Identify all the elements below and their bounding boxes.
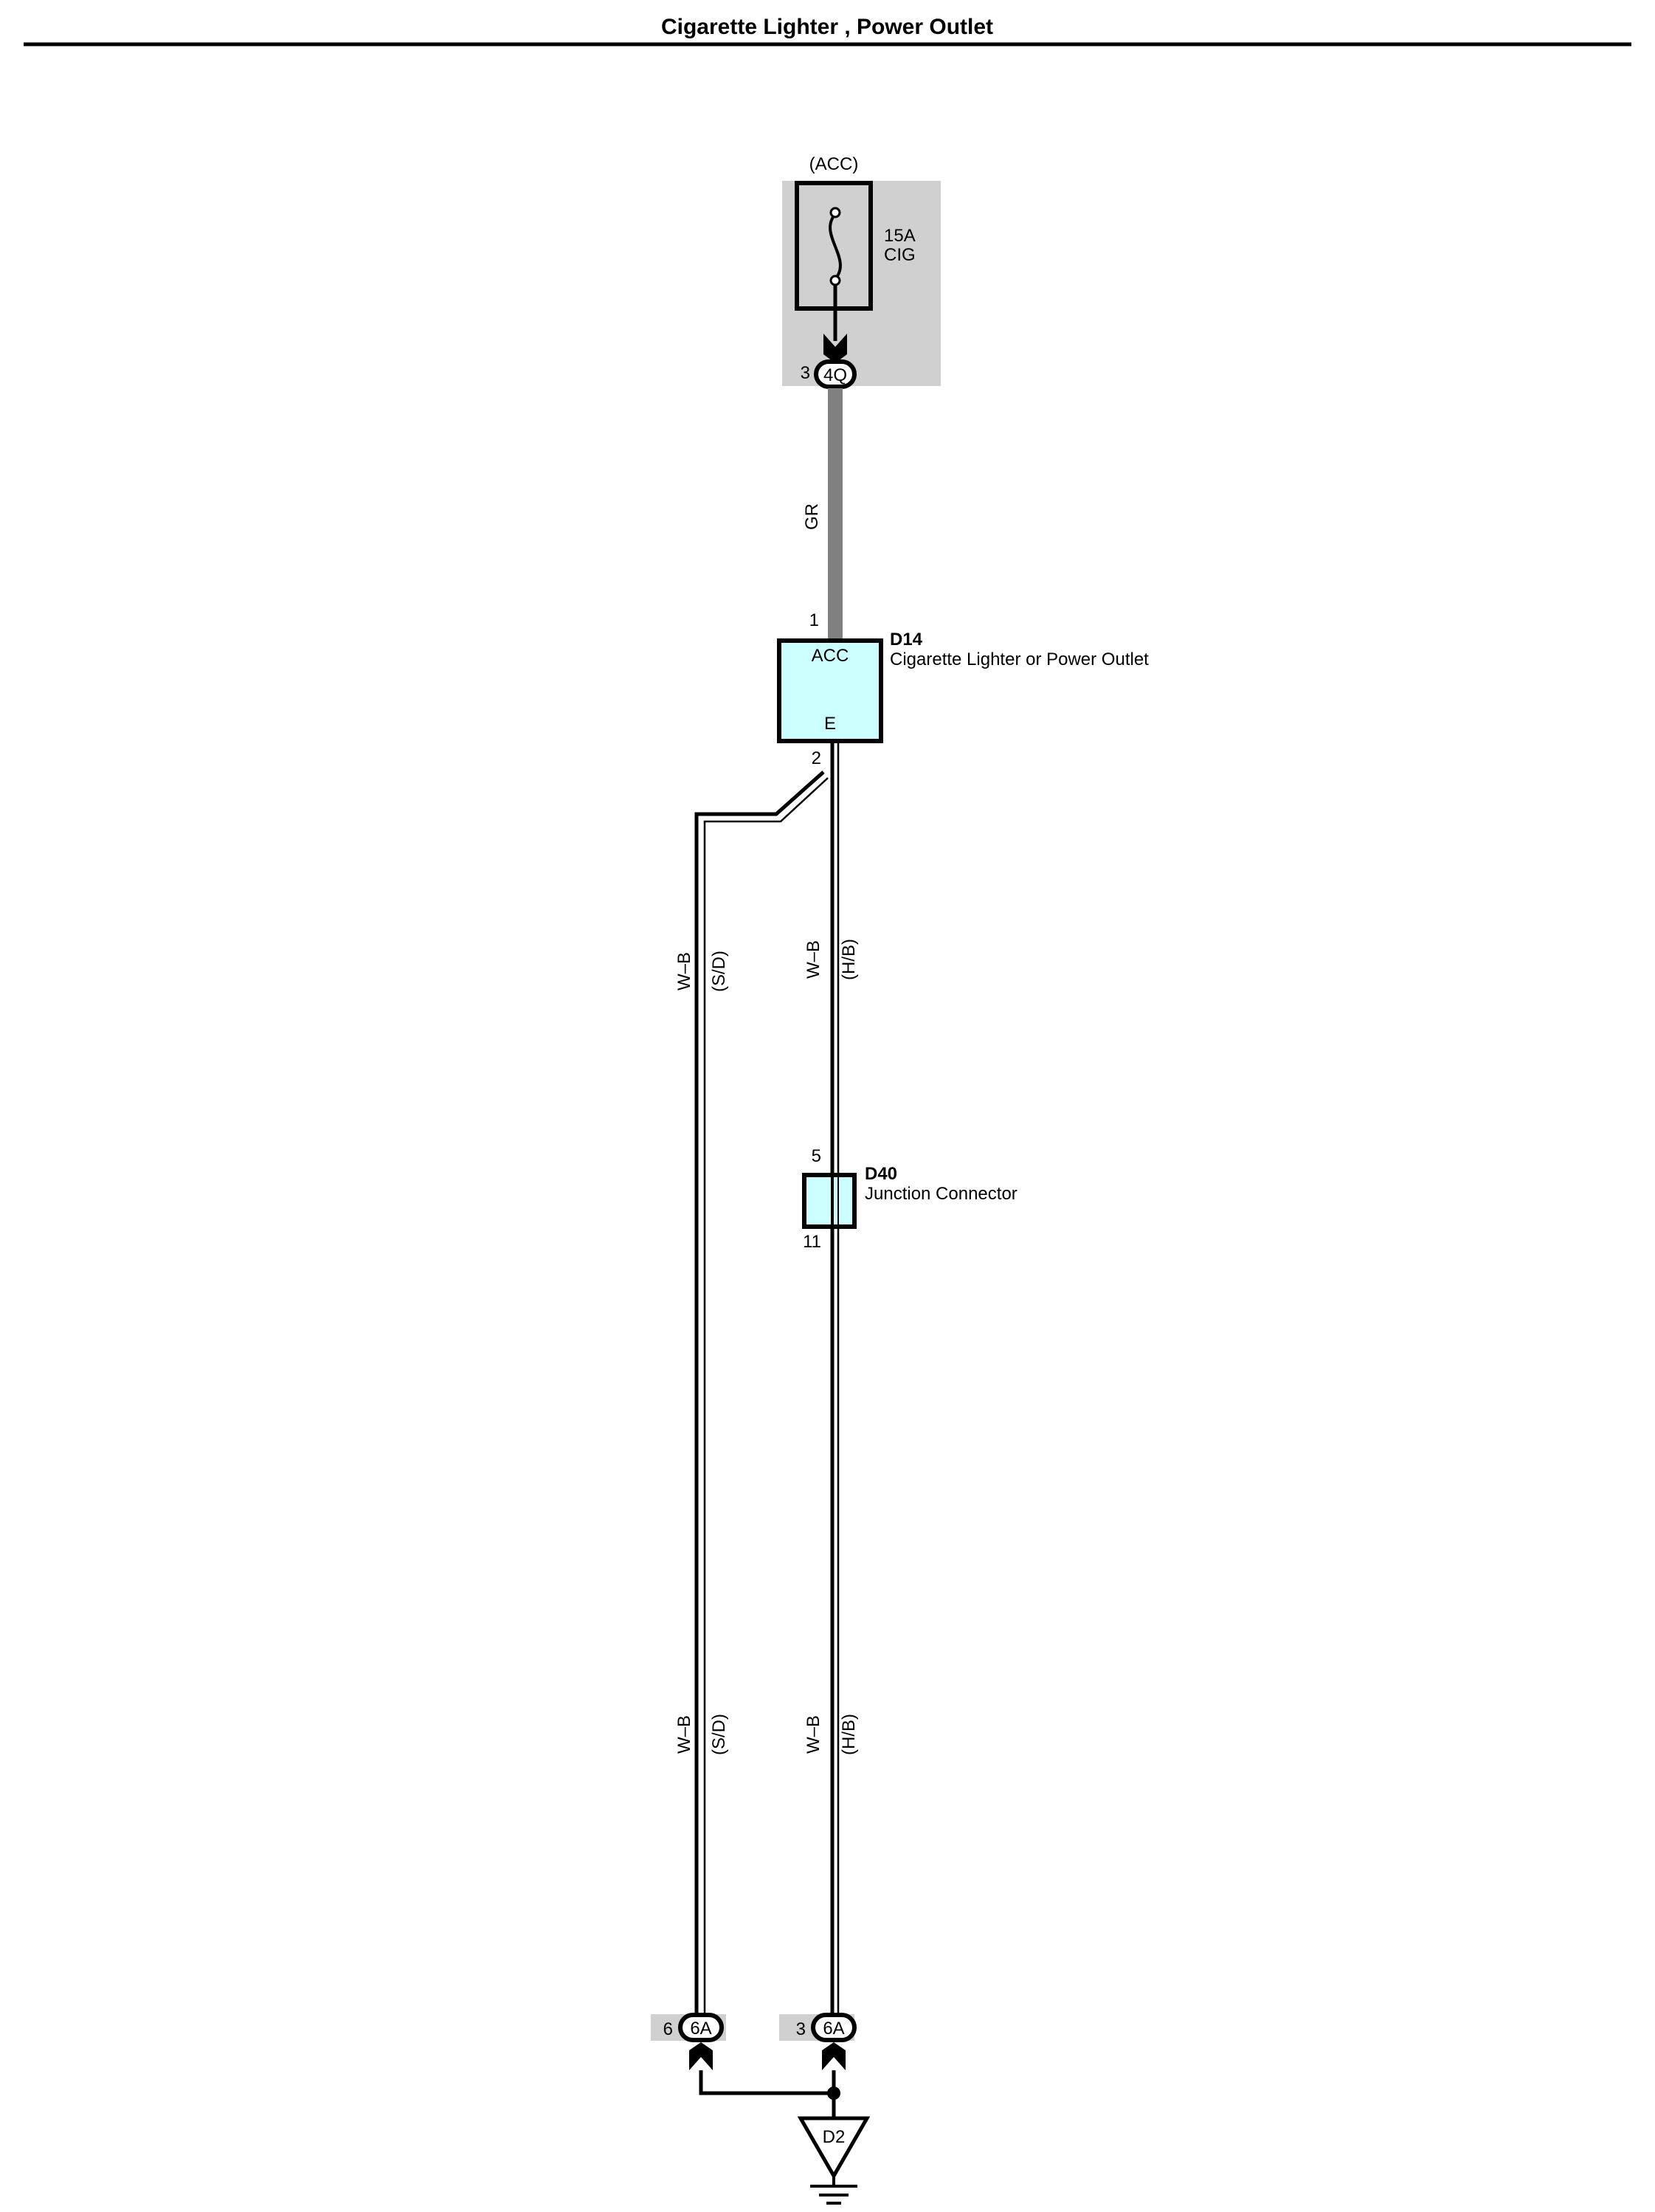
wire-gr bbox=[828, 388, 843, 644]
d40-id: D40 bbox=[865, 1164, 897, 1184]
d14-name: Cigarette Lighter or Power Outlet bbox=[890, 650, 1149, 669]
d14-pin-bottom: 2 bbox=[812, 748, 821, 768]
page-title: Cigarette Lighter , Power Outlet bbox=[661, 15, 993, 39]
fuse-symbol bbox=[829, 213, 842, 280]
d14-pin-top: 1 bbox=[809, 610, 819, 630]
wire-left-upper-variant: (S/D) bbox=[709, 951, 729, 992]
d14-id: D14 bbox=[890, 630, 923, 650]
wire-gr-label: GR bbox=[802, 503, 822, 530]
d40-pin-top: 5 bbox=[812, 1146, 821, 1166]
fuse-terminal-bottom bbox=[829, 275, 841, 286]
wire-left-a bbox=[694, 771, 825, 2021]
fuse-name: CIG bbox=[884, 245, 916, 265]
fuse-supply-label: (ACC) bbox=[809, 154, 859, 174]
connector-left-id: 6A bbox=[690, 2019, 711, 2039]
connector-left-arrow-icon bbox=[689, 2042, 713, 2070]
d14-terminal-e: E bbox=[824, 714, 836, 734]
fuse-block: (ACC) 15A CIG 3 4Q bbox=[782, 154, 941, 389]
fuse-terminal-top bbox=[829, 207, 841, 218]
connector-left-body bbox=[678, 2013, 724, 2042]
wire-right-lower-color: W–B bbox=[804, 1715, 823, 1754]
wire-left-b bbox=[703, 777, 829, 2021]
fuse-connector-id: 4Q bbox=[823, 365, 847, 385]
fuse-rating: 15A bbox=[884, 226, 916, 246]
ground-id: D2 bbox=[823, 2127, 846, 2147]
wire-left-lower-color: W–B bbox=[674, 1715, 694, 1754]
wire-right-lower-variant: (H/B) bbox=[839, 1714, 859, 1755]
d40-box bbox=[802, 1173, 857, 1229]
connector-right: 3 6A bbox=[779, 2013, 857, 2070]
d14-component: 1 ACC E D14 Cigarette Lighter or Power O… bbox=[777, 610, 1149, 768]
ground-triangle bbox=[797, 2116, 871, 2180]
connector-right-id: 6A bbox=[823, 2019, 844, 2039]
ground-junction-dot bbox=[827, 2087, 840, 2100]
connector-right-pin: 3 bbox=[796, 2019, 806, 2039]
fuse-connector bbox=[814, 359, 857, 389]
ground-wire-left bbox=[699, 2070, 834, 2095]
connector-left-pin: 6 bbox=[663, 2019, 673, 2039]
connector-left: 6 6A bbox=[651, 2013, 726, 2070]
ground-point: D2 bbox=[797, 2116, 871, 2205]
d40-pin-bottom: 11 bbox=[803, 1232, 821, 1252]
d40-name: Junction Connector bbox=[865, 1184, 1017, 1204]
wire-right-upper-color: W–B bbox=[804, 940, 823, 979]
fuse-arrow-icon bbox=[823, 334, 847, 363]
fuse-connector-pin: 3 bbox=[801, 363, 810, 383]
wire-right-upper-variant: (H/B) bbox=[839, 939, 859, 980]
d40-component: 5 D40 Junction Connector 11 bbox=[802, 1146, 1017, 1252]
wire-left-upper-color: W–B bbox=[674, 952, 694, 990]
connector-right-arrow-icon bbox=[822, 2042, 846, 2070]
connector-right-body bbox=[811, 2013, 857, 2042]
d14-terminal-acc: ACC bbox=[812, 646, 849, 666]
wire-left-lower-variant: (S/D) bbox=[709, 1714, 729, 1755]
d14-box bbox=[777, 638, 883, 743]
